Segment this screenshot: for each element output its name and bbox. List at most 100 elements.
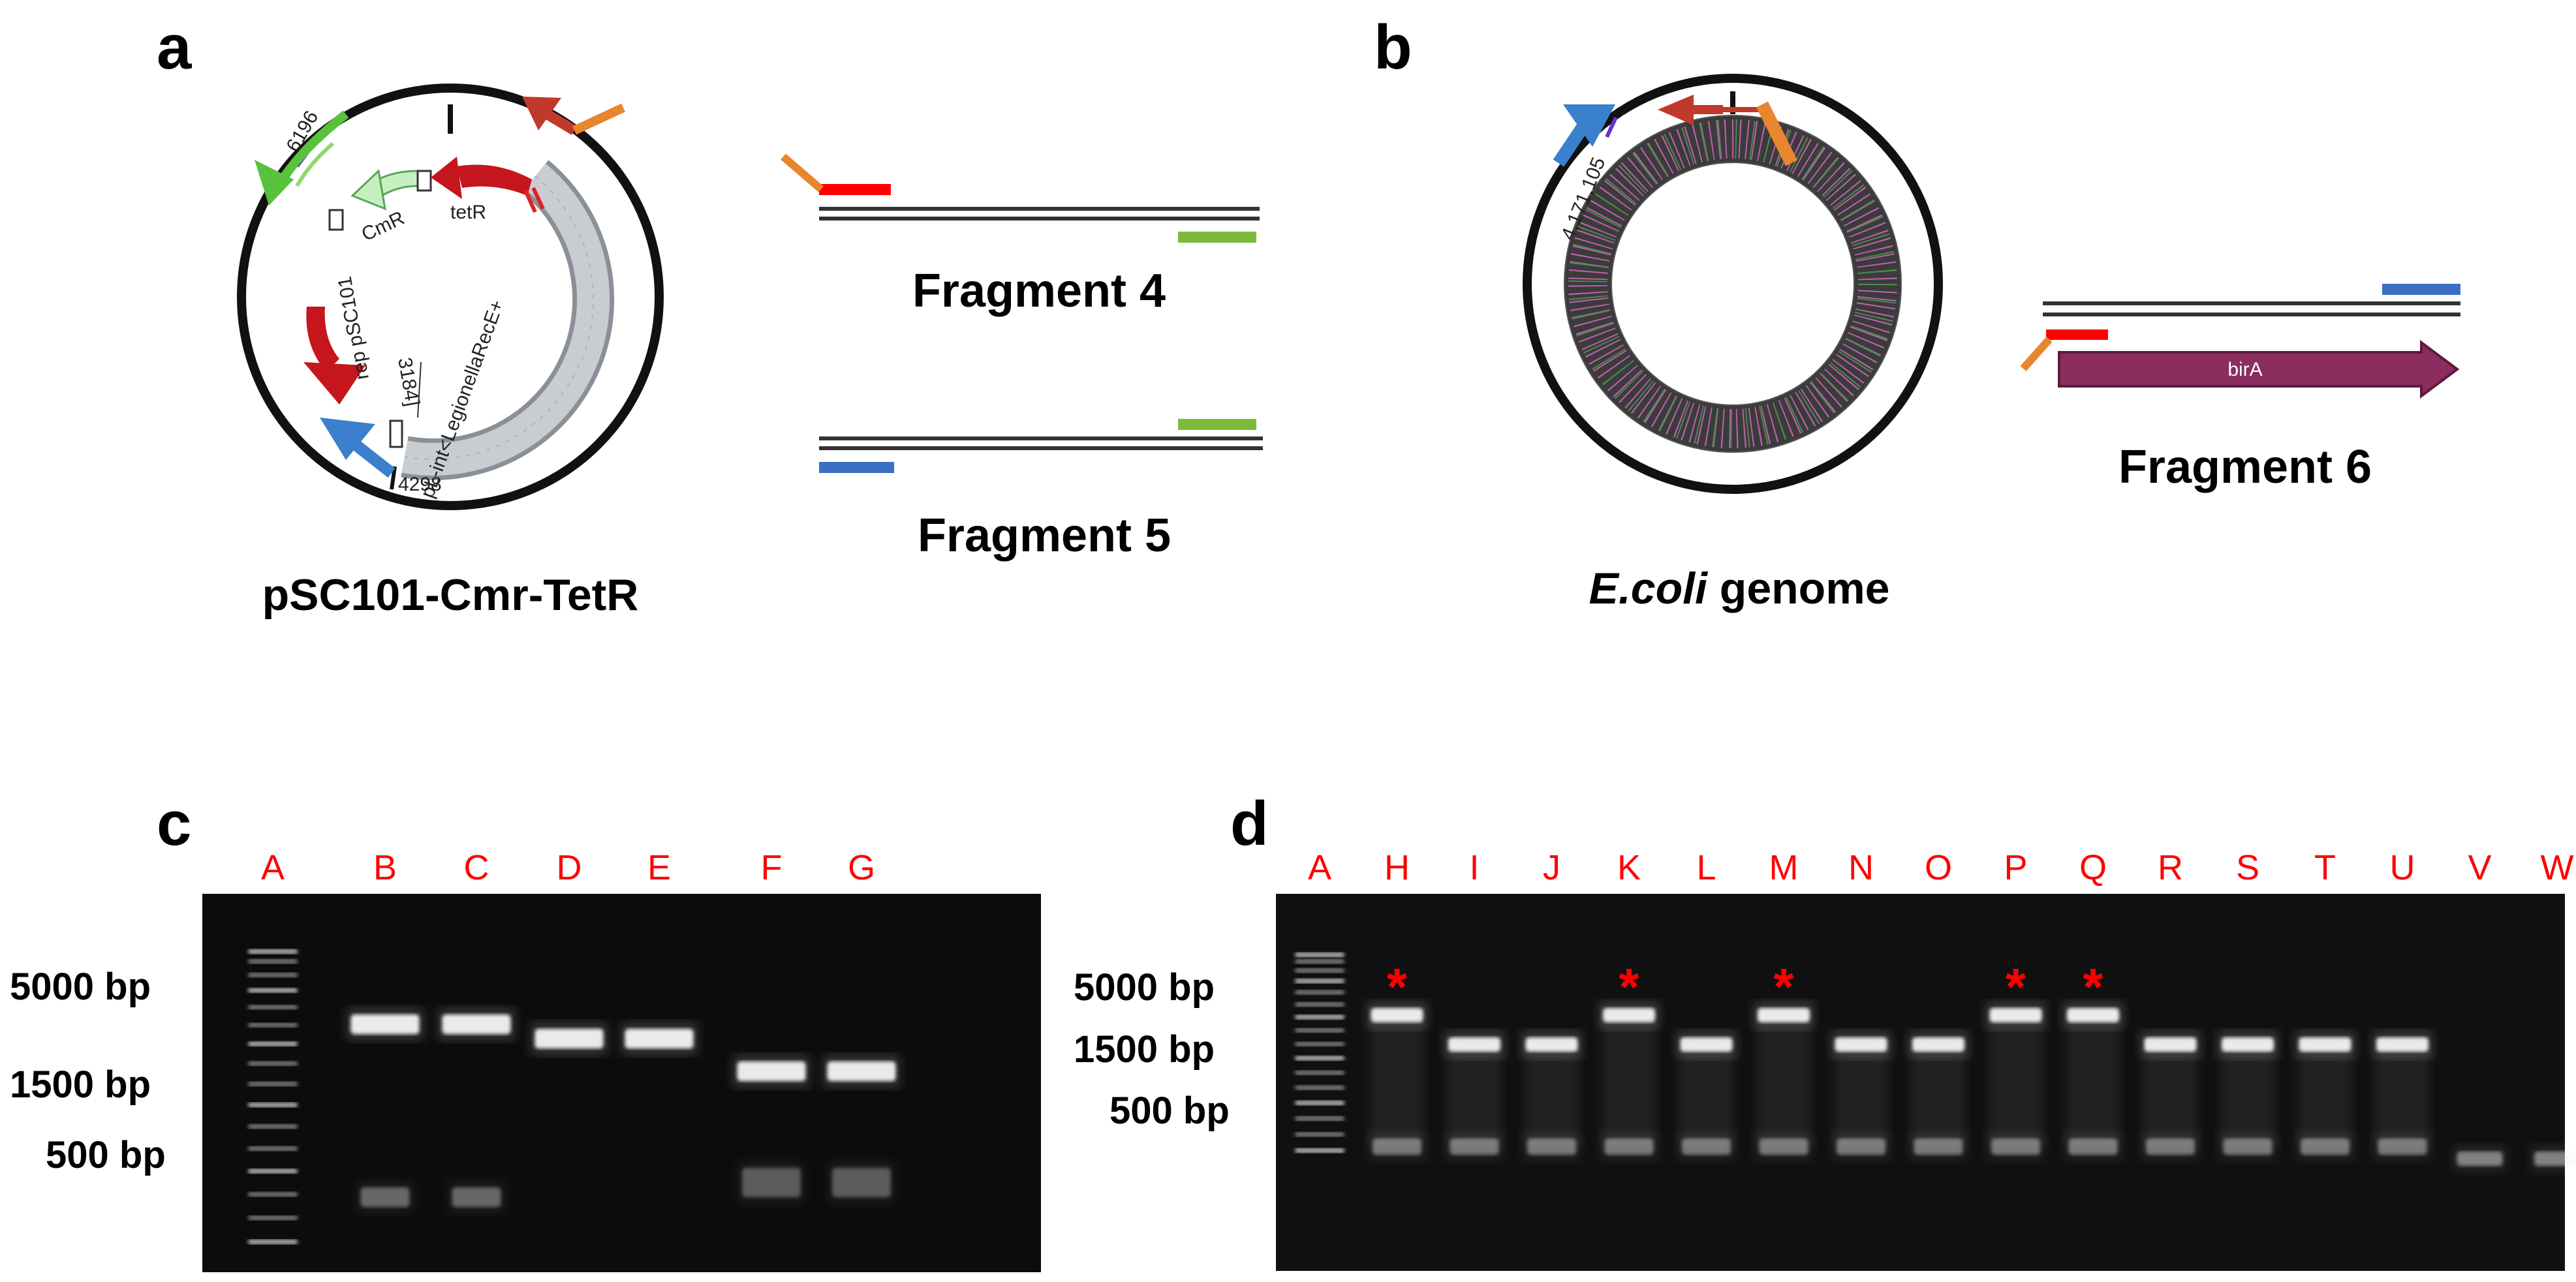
band-F	[733, 1055, 810, 1088]
band-B	[347, 1008, 424, 1041]
orange-tail	[781, 153, 824, 192]
plasmid-name: pSC101-Cmr-TetR	[262, 570, 639, 620]
gel-c	[202, 894, 1041, 1272]
lane-smear-M	[1756, 1021, 1811, 1148]
lane-smear-P	[1988, 1021, 2043, 1148]
pos-4298-label: 4298	[398, 474, 442, 495]
fragment-4-label: Fragment 4	[912, 265, 1166, 317]
fragment-6: birA Fragment 6	[2020, 284, 2460, 493]
red-overlap	[2046, 329, 2108, 340]
lane-label-U: U	[2390, 848, 2415, 887]
lane-label-P: P	[2004, 848, 2027, 887]
lane-label-J: J	[1543, 848, 1560, 887]
green-overlap	[1178, 232, 1256, 243]
band-C	[438, 1008, 515, 1041]
band-D	[531, 1022, 608, 1055]
genome-word: genome	[1707, 564, 1890, 613]
low-band-T	[2297, 1132, 2353, 1161]
marker-5000-label: 5000 bp	[1074, 966, 1215, 1009]
lane-label-L: L	[1696, 848, 1716, 887]
rep-arrow-body	[306, 307, 339, 372]
birA-label: birA	[2227, 359, 2262, 380]
star-H: *	[1387, 958, 1408, 1016]
lane-label-V: V	[2468, 848, 2491, 887]
rep-arrow-head	[303, 362, 365, 404]
panel-b: b 4,171,105 E.coli genome	[1374, 12, 1943, 613]
genome-outer-circle	[1523, 74, 1943, 494]
genome-position-tick	[1605, 116, 1618, 138]
marker-1500-label: 1500 bp	[1074, 1028, 1215, 1071]
lane-label-K: K	[1617, 848, 1641, 887]
cmr-label: CmR	[358, 207, 408, 246]
lane-smear-Q	[2066, 1021, 2120, 1148]
pos-4298-tick	[390, 466, 397, 490]
lane-label-F: F	[761, 848, 783, 887]
band-E	[621, 1022, 698, 1055]
star-M: *	[1773, 958, 1794, 1016]
lane-label-R: R	[2158, 848, 2183, 887]
lane-label-D: D	[557, 848, 582, 887]
lane-label-S: S	[2236, 848, 2259, 887]
blue-primer-arrow	[320, 418, 396, 478]
green-overlap	[1178, 419, 1256, 430]
lane-smear-H	[1369, 1021, 1425, 1148]
lane-label-B: B	[373, 848, 397, 887]
lane-label-G: G	[848, 848, 875, 887]
lane-label-N: N	[1848, 848, 1874, 887]
tetr-mark	[523, 189, 537, 213]
tetr-arrow-head	[431, 157, 462, 199]
lane-label-E: E	[647, 848, 671, 887]
genome-caption: E.coli genome	[1589, 564, 1890, 613]
lane-label-W: W	[2541, 848, 2574, 887]
cmr-arrow-head	[350, 168, 386, 211]
low-band-R	[2142, 1132, 2199, 1161]
smear-C	[448, 1181, 505, 1213]
lane-label-C: C	[464, 848, 489, 887]
band-G	[823, 1055, 900, 1088]
lane-label-I: I	[1469, 848, 1479, 887]
smear-V	[2453, 1145, 2507, 1172]
low-band-O	[1910, 1132, 1967, 1161]
fragment-5-label: Fragment 5	[918, 510, 1171, 562]
red-primer-arrow	[522, 97, 625, 135]
blue-primer-arrow	[1553, 104, 1615, 167]
orange-tail	[2020, 337, 2053, 371]
smear-B	[356, 1181, 414, 1213]
low-band-L	[1678, 1132, 1735, 1161]
marker-5000-label: 5000 bp	[10, 966, 151, 1008]
lane-label-H: H	[1384, 848, 1410, 887]
low-band-N	[1833, 1132, 1889, 1161]
blue-overlap	[2382, 284, 2460, 295]
red-primer-arrow	[1658, 95, 1797, 166]
low-band-U	[2374, 1132, 2431, 1161]
genome-ring-ticks-green	[1568, 119, 1897, 448]
marker-1500-label: 1500 bp	[10, 1063, 151, 1106]
genome-ring	[1564, 115, 1901, 452]
star-P: *	[2006, 958, 2026, 1016]
low-band-K	[1600, 1132, 1658, 1161]
panel-letter-a: a	[157, 12, 192, 82]
ladder-lane-A	[248, 949, 298, 1244]
ladder-lane-A	[1295, 953, 1344, 1153]
tetr-mark-2	[531, 187, 545, 210]
lane-label-A: A	[261, 848, 285, 887]
smear-W	[2530, 1145, 2576, 1172]
fragment-4: Fragment 4	[781, 153, 1260, 317]
panel-letter-c: c	[157, 789, 191, 859]
red-overlap	[819, 184, 891, 195]
low-band-I	[1446, 1132, 1503, 1161]
genome-ring-inner-edge	[1611, 162, 1855, 406]
marker-500-label: 500 bp	[1110, 1090, 1230, 1132]
cmr-box-2	[328, 209, 344, 231]
birA-gene-arrow	[2058, 340, 2460, 399]
tetr-label: tetR	[450, 202, 486, 223]
low-band-S	[2219, 1132, 2276, 1161]
lane-label-O: O	[1925, 848, 1952, 887]
low-band-J	[1523, 1132, 1580, 1161]
panel-letter-b: b	[1374, 12, 1412, 82]
low-band-H	[1369, 1132, 1425, 1161]
fragment-5: Fragment 5	[819, 419, 1263, 562]
genome-ring-outer-edge	[1564, 115, 1902, 453]
